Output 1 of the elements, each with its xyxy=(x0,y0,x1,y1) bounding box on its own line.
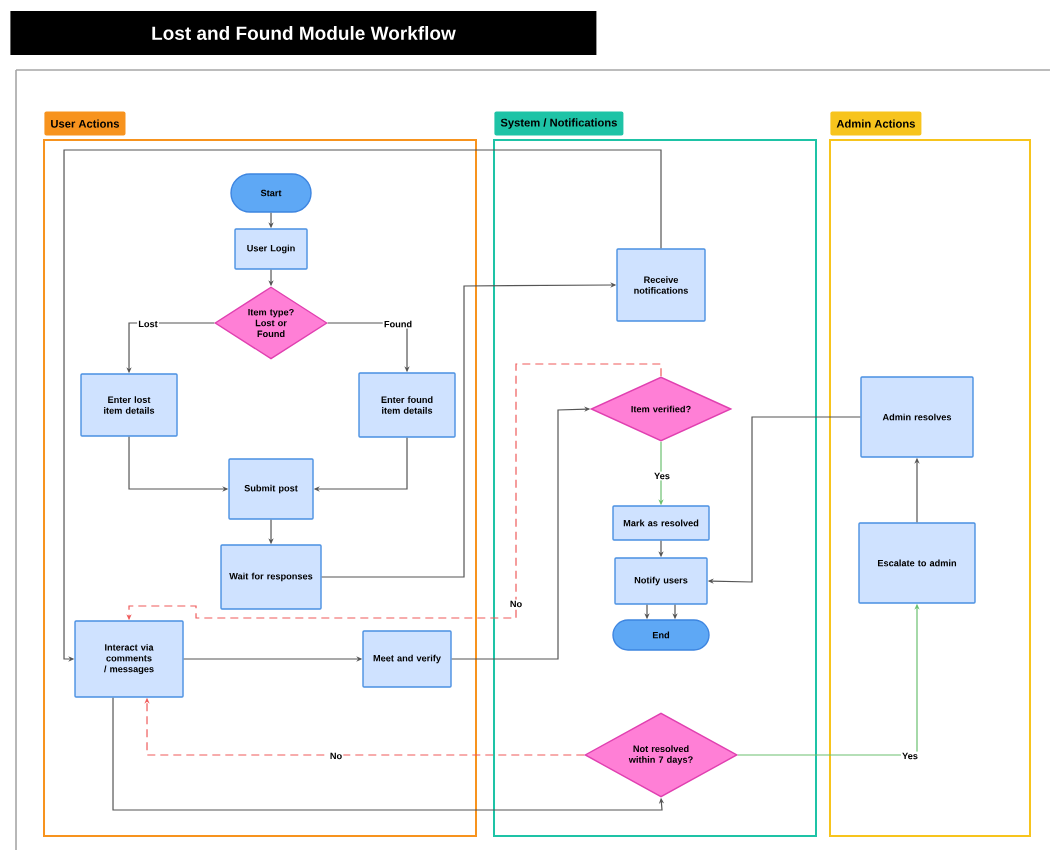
title-bar: Lost and Found Module Workflow xyxy=(10,11,597,55)
